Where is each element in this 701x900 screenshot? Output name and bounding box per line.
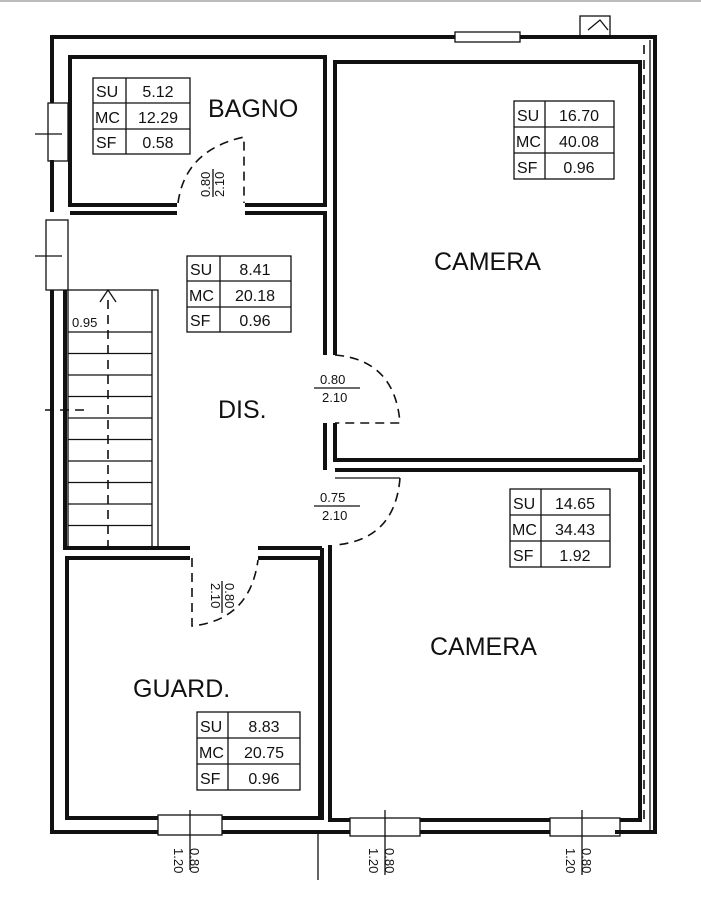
window-top bbox=[454, 31, 521, 43]
area-table-bagno: SU MC SF 5.12 12.29 0.58 bbox=[92, 77, 191, 155]
door-label-camera-1: 0.80 2.10 bbox=[314, 372, 360, 405]
value-sf: 0.96 bbox=[563, 160, 594, 177]
label-mc: MC bbox=[189, 288, 214, 305]
value-sf: 0.96 bbox=[248, 771, 279, 788]
door-height: 2.10 bbox=[212, 172, 227, 197]
door-label-guard: 0.80 2.10 bbox=[208, 581, 237, 613]
value-mc: 20.18 bbox=[235, 288, 275, 305]
side-windows bbox=[35, 102, 69, 291]
label-su: SU bbox=[96, 84, 118, 101]
door-label-camera-2: 0.75 2.10 bbox=[314, 490, 360, 523]
door-width: 0.80 bbox=[222, 583, 237, 608]
door-height: 2.10 bbox=[322, 390, 347, 405]
window-height: 0.80 bbox=[579, 848, 594, 873]
label-su: SU bbox=[200, 719, 222, 736]
window-height: 0.80 bbox=[382, 848, 397, 873]
label-su: SU bbox=[513, 496, 535, 513]
area-table-dis: SU MC SF 8.41 20.18 0.96 bbox=[186, 255, 292, 333]
value-su: 14.65 bbox=[555, 496, 595, 513]
stairs: 0.95 bbox=[45, 288, 159, 549]
label-su: SU bbox=[190, 262, 212, 279]
area-table-camera-1: SU MC SF 16.70 40.08 0.96 bbox=[513, 100, 615, 180]
value-sf: 0.58 bbox=[142, 135, 173, 152]
bottom-windows bbox=[157, 810, 621, 880]
door-height: 2.10 bbox=[322, 508, 347, 523]
label-mc: MC bbox=[512, 522, 537, 539]
window-label-2: 0.80 1.20 bbox=[366, 848, 397, 873]
label-sf: SF bbox=[190, 313, 211, 330]
value-mc: 34.43 bbox=[555, 522, 595, 539]
value-mc: 40.08 bbox=[559, 134, 599, 151]
room-camera-1 bbox=[323, 60, 642, 470]
value-sf: 0.96 bbox=[239, 313, 270, 330]
door-width: 0.75 bbox=[320, 490, 345, 505]
value-su: 16.70 bbox=[559, 108, 599, 125]
value-su: 5.12 bbox=[142, 84, 173, 101]
room-name-guard: GUARD. bbox=[133, 675, 230, 703]
door-width: 0.80 bbox=[320, 372, 345, 387]
value-mc: 20.75 bbox=[244, 745, 284, 762]
label-sf: SF bbox=[200, 771, 221, 788]
label-su: SU bbox=[517, 108, 539, 125]
label-mc: MC bbox=[95, 110, 120, 127]
room-name-dis: DIS. bbox=[218, 396, 267, 424]
chimney bbox=[579, 15, 611, 39]
room-name-camera-1: CAMERA bbox=[434, 248, 541, 276]
outer-walls bbox=[50, 15, 657, 834]
room-bagno bbox=[68, 55, 327, 355]
label-sf: SF bbox=[517, 160, 538, 177]
room-guard bbox=[63, 290, 322, 820]
window-label-3: 0.80 1.20 bbox=[563, 848, 594, 873]
stairs-width: 0.95 bbox=[72, 315, 97, 330]
area-table-guard: SU MC SF 8.83 20.75 0.96 bbox=[196, 711, 301, 791]
window-height: 0.80 bbox=[187, 848, 202, 873]
value-su: 8.83 bbox=[248, 719, 279, 736]
door-height: 2.10 bbox=[208, 583, 223, 608]
window-width: 1.20 bbox=[366, 848, 381, 873]
label-mc: MC bbox=[516, 134, 541, 151]
area-table-camera-2: SU MC SF 14.65 34.43 1.92 bbox=[509, 488, 611, 568]
label-sf: SF bbox=[513, 548, 534, 565]
room-name-bagno: BAGNO bbox=[208, 95, 298, 123]
door-label-bagno: 0.80 2.10 bbox=[198, 169, 227, 197]
label-mc: MC bbox=[199, 745, 224, 762]
window-width: 1.20 bbox=[563, 848, 578, 873]
door-width: 0.80 bbox=[198, 172, 213, 197]
window-width: 1.20 bbox=[171, 848, 186, 873]
room-name-camera-2: CAMERA bbox=[430, 633, 537, 661]
label-sf: SF bbox=[96, 135, 117, 152]
value-mc: 12.29 bbox=[138, 110, 178, 127]
value-su: 8.41 bbox=[239, 262, 270, 279]
value-sf: 1.92 bbox=[559, 548, 590, 565]
window-label-1: 0.80 1.20 bbox=[171, 848, 202, 873]
